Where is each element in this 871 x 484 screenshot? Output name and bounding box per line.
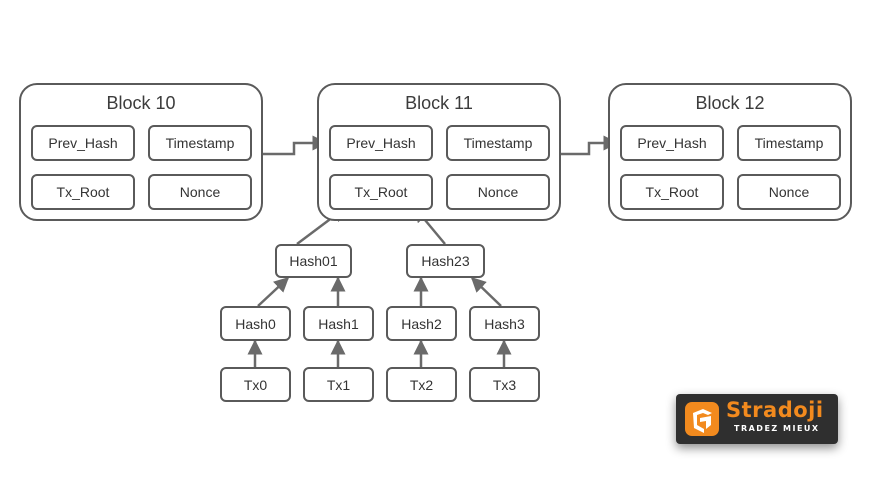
prev-hash-field: Prev_Hash xyxy=(620,125,724,161)
hash0-node: Hash0 xyxy=(220,306,291,341)
block-title: Block 12 xyxy=(695,93,765,113)
prev-hash-field: Prev_Hash xyxy=(329,125,433,161)
timestamp-field: Timestamp xyxy=(446,125,550,161)
block-12: Block 12 Prev_Hash Timestamp Tx_Root Non… xyxy=(608,83,852,221)
hash01-node: Hash01 xyxy=(275,244,352,278)
block-title: Block 10 xyxy=(106,93,176,113)
tx1-node: Tx1 xyxy=(303,367,374,402)
tx-root-field: Tx_Root xyxy=(620,174,724,210)
hash1-node: Hash1 xyxy=(303,306,374,341)
stradoji-logo: Stradoji TRADEZ MIEUX xyxy=(676,394,838,444)
timestamp-field: Timestamp xyxy=(148,125,252,161)
nonce-field: Nonce xyxy=(446,174,550,210)
hash23-node: Hash23 xyxy=(406,244,485,278)
stradoji-logo-icon xyxy=(685,402,719,436)
edge-hash3-to-hash23 xyxy=(470,276,502,307)
edge-hash0-to-hash01 xyxy=(257,276,290,307)
link-block11-to-block12 xyxy=(561,135,619,156)
hash3-node: Hash3 xyxy=(469,306,540,341)
link-block10-to-block11 xyxy=(262,135,328,156)
tx3-node: Tx3 xyxy=(469,367,540,402)
tx2-node: Tx2 xyxy=(386,367,457,402)
logo-tagline: TRADEZ MIEUX xyxy=(734,424,820,433)
logo-wordmark: Stradoji xyxy=(726,398,824,422)
tx-root-field: Tx_Root xyxy=(329,174,433,210)
nonce-field: Nonce xyxy=(737,174,841,210)
block-10: Block 10 Prev_Hash Timestamp Tx_Root Non… xyxy=(19,83,263,221)
prev-hash-field: Prev_Hash xyxy=(31,125,135,161)
timestamp-field: Timestamp xyxy=(737,125,841,161)
hash2-node: Hash2 xyxy=(386,306,457,341)
tx-root-field: Tx_Root xyxy=(31,174,135,210)
block-11: Block 11 Prev_Hash Timestamp Tx_Root Non… xyxy=(317,83,561,221)
nonce-field: Nonce xyxy=(148,174,252,210)
block-title: Block 11 xyxy=(405,93,473,113)
tx0-node: Tx0 xyxy=(220,367,291,402)
